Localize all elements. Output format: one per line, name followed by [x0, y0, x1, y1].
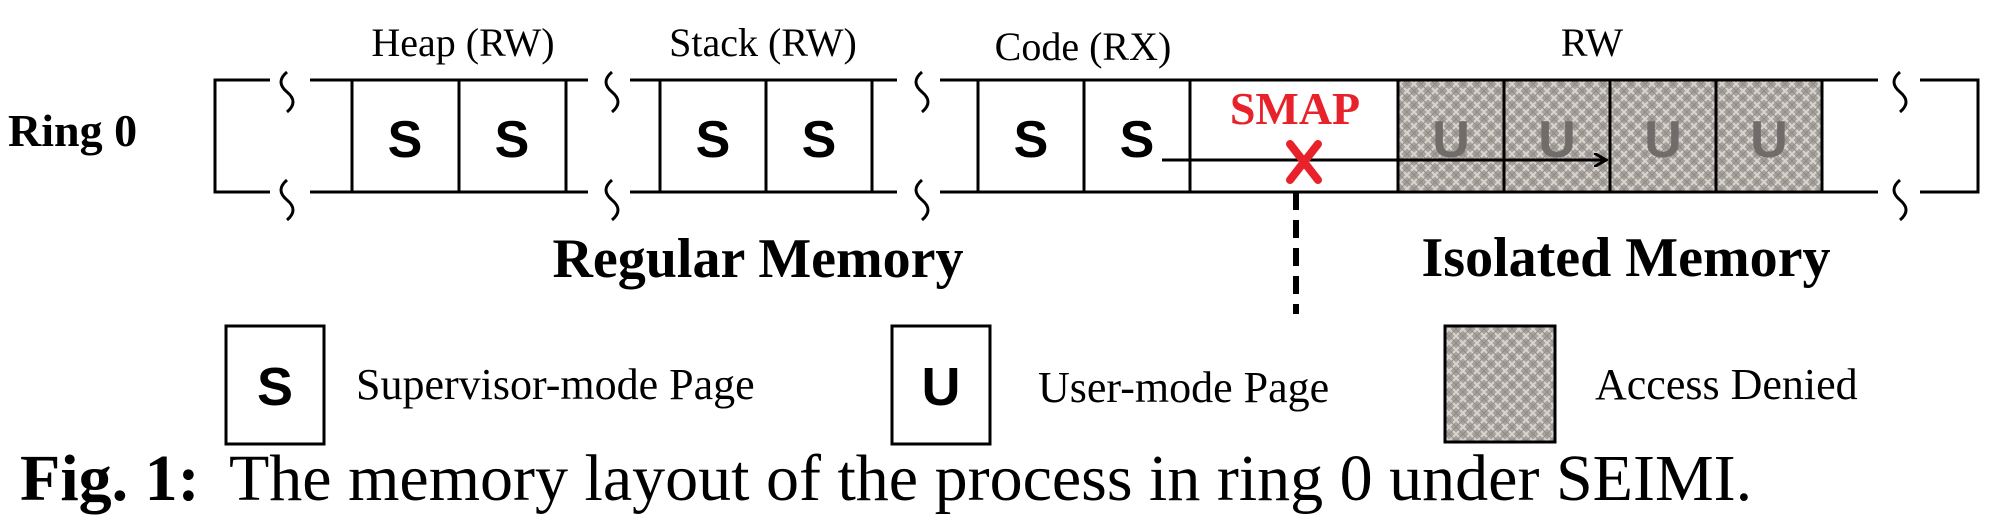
- legend-user-swatch: [890, 324, 992, 446]
- right-bracket: [1950, 78, 1980, 194]
- legend-denied-text: Access Denied: [1595, 360, 1858, 409]
- legend-user-text: User-mode Page: [1038, 363, 1329, 412]
- legend-denied-swatch: [1443, 324, 1557, 444]
- ring-label: Ring 0: [8, 105, 137, 156]
- legend-supervisor-glyph: S: [257, 357, 293, 417]
- supervisor-page-glyph: S: [1120, 111, 1155, 169]
- memory-rails: [245, 78, 1950, 194]
- heap-region-title: Heap (RW): [371, 20, 554, 65]
- stack-pages: S S: [658, 78, 874, 194]
- supervisor-page-glyph: S: [495, 111, 530, 169]
- supervisor-page-glyph: S: [388, 111, 423, 169]
- stack-page: [658, 78, 768, 194]
- tilde-break-icon: [279, 70, 1908, 222]
- legend: S Supervisor-mode Page U User-mode Page …: [224, 324, 1858, 446]
- legend-supervisor-text: Supervisor-mode Page: [356, 360, 755, 409]
- isolated-page: [1396, 78, 1506, 194]
- supervisor-page-glyph: S: [1014, 111, 1049, 169]
- heap-page: [350, 78, 461, 194]
- regular-memory-label: Regular Memory: [552, 228, 963, 290]
- figure-caption: Fig. 1: The memory layout of the process…: [20, 442, 1752, 515]
- isolated-page: [1714, 78, 1824, 194]
- caption-text: The memory layout of the process in ring…: [229, 442, 1752, 515]
- legend-supervisor-swatch: [224, 324, 326, 446]
- heap-page: [457, 78, 568, 194]
- legend-user-glyph: U: [922, 357, 961, 417]
- stack-region-title: Stack (RW): [669, 20, 857, 65]
- red-x-icon: [1286, 140, 1322, 184]
- heap-pages: S S: [350, 78, 568, 194]
- supervisor-page-glyph: S: [696, 111, 731, 169]
- isolated-pages: U U U U: [1396, 78, 1824, 194]
- user-page-glyph: U: [1644, 111, 1682, 169]
- code-page: [1082, 78, 1192, 194]
- user-page-glyph: U: [1750, 111, 1788, 169]
- supervisor-page-glyph: S: [802, 111, 837, 169]
- isolated-memory-label: Isolated Memory: [1421, 227, 1830, 289]
- left-bracket: [213, 78, 245, 194]
- isolated-rw-region-title: RW: [1561, 20, 1623, 65]
- caption-prefix: Fig. 1:: [20, 442, 200, 515]
- code-region-title: Code (RX): [995, 24, 1172, 69]
- smap-label: SMAP: [1230, 83, 1360, 134]
- stack-page: [764, 78, 874, 194]
